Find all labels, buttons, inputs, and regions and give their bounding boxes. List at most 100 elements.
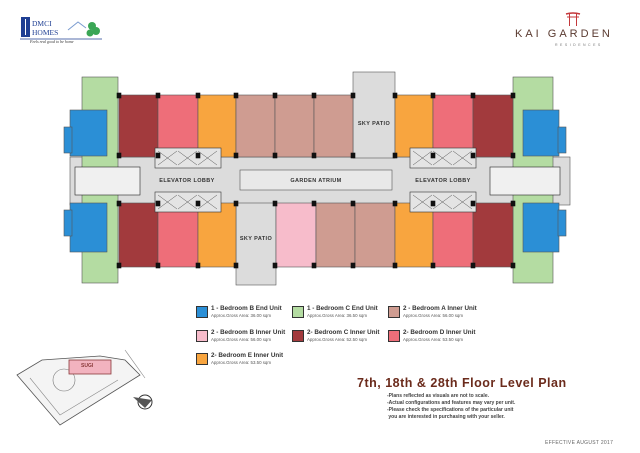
dmci-homes-logo: DMCI HOMES Feels real good to be home	[20, 16, 102, 46]
balcony	[557, 126, 567, 154]
elevator-car	[412, 194, 433, 210]
sky-patio-top-label: SKY PATIO	[357, 121, 391, 127]
unit-e-inner	[197, 202, 237, 268]
structural-column	[233, 152, 239, 159]
floor-plan	[63, 71, 571, 286]
elevator-car	[177, 194, 198, 210]
elevator-car	[412, 150, 433, 166]
unit-a-inner	[354, 202, 396, 268]
structural-column	[510, 262, 516, 269]
elevator-bank	[409, 191, 477, 213]
structural-column	[195, 262, 201, 269]
structural-column	[116, 92, 122, 99]
elevator-car	[452, 194, 473, 210]
elevator-bank	[409, 147, 477, 169]
legend-swatch	[196, 306, 208, 318]
unit-b-inner	[275, 202, 317, 268]
elevator-lobby-left-label: ELEVATOR LOBBY	[159, 178, 215, 184]
legend-swatch	[196, 353, 208, 365]
structural-column	[311, 262, 317, 269]
structural-column	[470, 152, 476, 159]
legend-area: Approx.Gross Area: 36.50 sqm	[307, 313, 368, 318]
legend-title: 2 - Bedroom B Inner Unit	[211, 329, 286, 336]
unit-a-inner	[274, 94, 315, 158]
legend-title: 2- Bedroom E Inner Unit	[211, 352, 284, 359]
legend-title: 1 - Bedroom B End Unit	[211, 305, 282, 312]
structural-column	[155, 92, 161, 99]
structural-column	[350, 200, 356, 207]
unit-1br-b-end-right-bottom	[522, 202, 560, 253]
structural-column	[430, 200, 436, 207]
structural-column	[195, 152, 201, 159]
sugi-building	[68, 359, 112, 375]
stair-core-left	[74, 166, 141, 196]
garden-atrium	[239, 169, 393, 191]
structural-column	[233, 262, 239, 269]
structural-column	[272, 152, 278, 159]
svg-text:HOMES: HOMES	[32, 28, 58, 37]
structural-column	[155, 152, 161, 159]
structural-column	[311, 152, 317, 159]
elevator-car	[157, 194, 178, 210]
kai-garden-logo: KAI GARDEN RESIDENCES	[515, 12, 640, 52]
sky-patio-top	[352, 71, 396, 159]
elevator-car	[432, 194, 453, 210]
structural-column	[392, 200, 398, 207]
kai-garden-name: KAI GARDEN	[515, 28, 613, 40]
unit-c-inner	[472, 202, 514, 268]
structural-column	[311, 92, 317, 99]
elevator-car	[197, 150, 218, 166]
elevator-car	[177, 150, 198, 166]
structural-column	[233, 92, 239, 99]
unit-d-inner	[157, 94, 199, 158]
legend-swatch	[196, 330, 208, 342]
structural-column	[470, 200, 476, 207]
unit-a-inner	[235, 94, 276, 158]
structural-column	[392, 262, 398, 269]
legend-swatch	[292, 306, 304, 318]
structural-column	[470, 92, 476, 99]
floor-plan-title: 7th, 18th & 28th Floor Level Plan	[357, 376, 567, 390]
unit-e-inner	[394, 94, 434, 158]
legend-area: Approx.Gross Area: 56.00 sqm	[403, 313, 464, 318]
legend-swatch	[388, 330, 400, 342]
structural-column	[510, 92, 516, 99]
legend-title: 2- Bedroom D Inner Unit	[403, 329, 476, 336]
structural-column	[272, 262, 278, 269]
elevator-car	[197, 194, 218, 210]
unit-a-inner	[313, 94, 354, 158]
legend-title: 2- Bedroom C Inner Unit	[307, 329, 380, 336]
unit-e-inner	[197, 94, 237, 158]
note-3: -Please check the specifications of the …	[387, 407, 514, 413]
structural-column	[430, 152, 436, 159]
legend-area: Approx.Gross Area: 53.50 sqm	[211, 360, 272, 365]
structural-column	[510, 152, 516, 159]
elevator-car	[432, 150, 453, 166]
note-4: you are interested in purchasing with yo…	[387, 414, 505, 420]
torii-gate-icon	[565, 12, 581, 26]
site-map	[16, 349, 153, 426]
unit-c-inner	[472, 94, 514, 158]
sugi-label: SUGI	[81, 363, 94, 369]
svg-text:DMCI: DMCI	[32, 19, 52, 28]
stair-core-right	[489, 166, 561, 196]
dmci-tagline: Feels real good to be home	[30, 39, 74, 44]
garden-atrium-label: GARDEN ATRIUM	[290, 178, 342, 184]
structural-column	[233, 200, 239, 207]
legend-swatch	[292, 330, 304, 342]
sky-patio-bottom	[235, 202, 277, 286]
structural-column	[430, 262, 436, 269]
legend-area: Approx.Gross Area: 56.00 sqm	[211, 337, 272, 342]
structural-column	[272, 200, 278, 207]
structural-column	[272, 92, 278, 99]
legend-area: Approx.Gross Area: 52.50 sqm	[307, 337, 368, 342]
unit-1br-b-end-left-top	[69, 109, 108, 157]
unit-d-inner	[432, 202, 474, 268]
structural-column	[116, 152, 122, 159]
elevator-bank	[154, 191, 222, 213]
structural-column	[195, 200, 201, 207]
note-2: -Actual configurations and features may …	[387, 400, 516, 406]
elevator-car	[452, 150, 473, 166]
unit-1br-b-end-right-top	[522, 109, 560, 157]
structural-column	[311, 200, 317, 207]
